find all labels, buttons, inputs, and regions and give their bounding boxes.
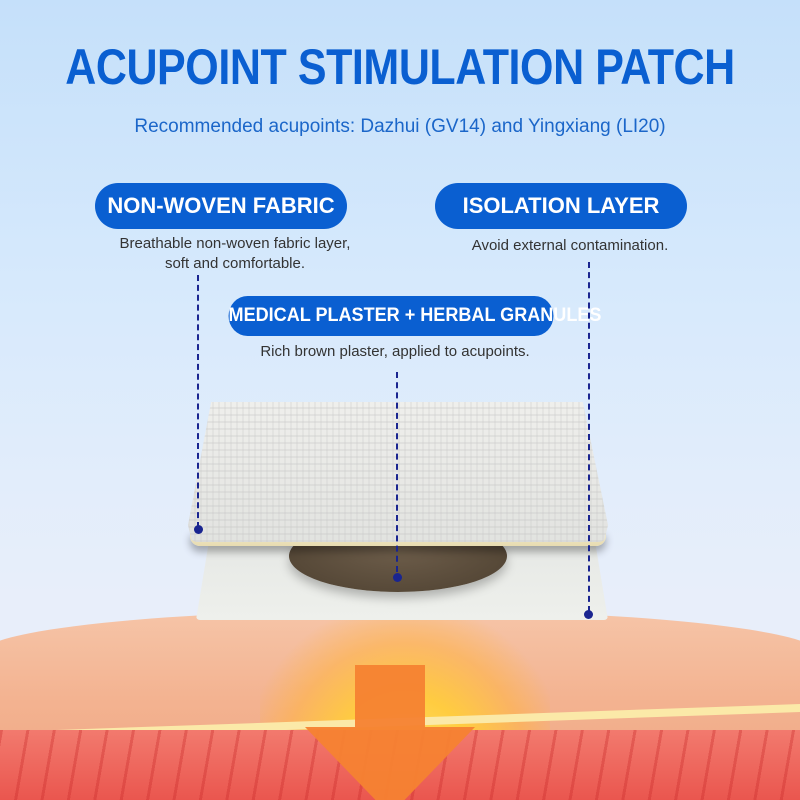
leader-dot-medical-plaster [393, 573, 402, 582]
callout-description-medical-plaster: Rich brown plaster, applied to acupoints… [200, 342, 590, 362]
callout-label-medical-plaster: MEDICAL PLASTER + HERBAL GRANULES [228, 296, 601, 336]
callout-label-text: ISOLATION LAYER [462, 193, 660, 218]
leader-line-non-woven-fabric [197, 275, 199, 528]
callout-label-non-woven-fabric: NON-WOVEN FABRIC [95, 183, 347, 229]
callout-label-text: MEDICAL PLASTER + HERBAL GRANULES [228, 305, 602, 326]
leader-line-isolation-layer [588, 262, 590, 612]
description-line: Avoid external contamination. [471, 237, 669, 254]
leader-dot-non-woven-fabric [194, 525, 203, 534]
page-title: ACUPOINT STIMULATION PATCH [65, 39, 735, 95]
description-line: Breathable non-woven fabric layer, [119, 235, 351, 252]
arrow-down-icon [305, 665, 475, 800]
leader-dot-isolation-layer [584, 610, 593, 619]
description-line: Rich brown plaster, applied to acupoints… [260, 343, 530, 360]
non-woven-fabric-layer [188, 402, 608, 542]
description-line: soft and comfortable. [164, 255, 306, 272]
callout-label-text: NON-WOVEN FABRIC [107, 193, 335, 218]
callout-label-isolation-layer: ISOLATION LAYER [435, 183, 687, 229]
leader-line-medical-plaster [396, 372, 398, 572]
callout-description-isolation-layer: Avoid external contamination. [420, 236, 720, 256]
skin-cross-section-illustration [0, 600, 800, 800]
page-subtitle: Recommended acupoints: Dazhui (GV14) and… [134, 116, 666, 137]
callout-description-non-woven-fabric: Breathable non-woven fabric layer, soft … [60, 234, 410, 274]
